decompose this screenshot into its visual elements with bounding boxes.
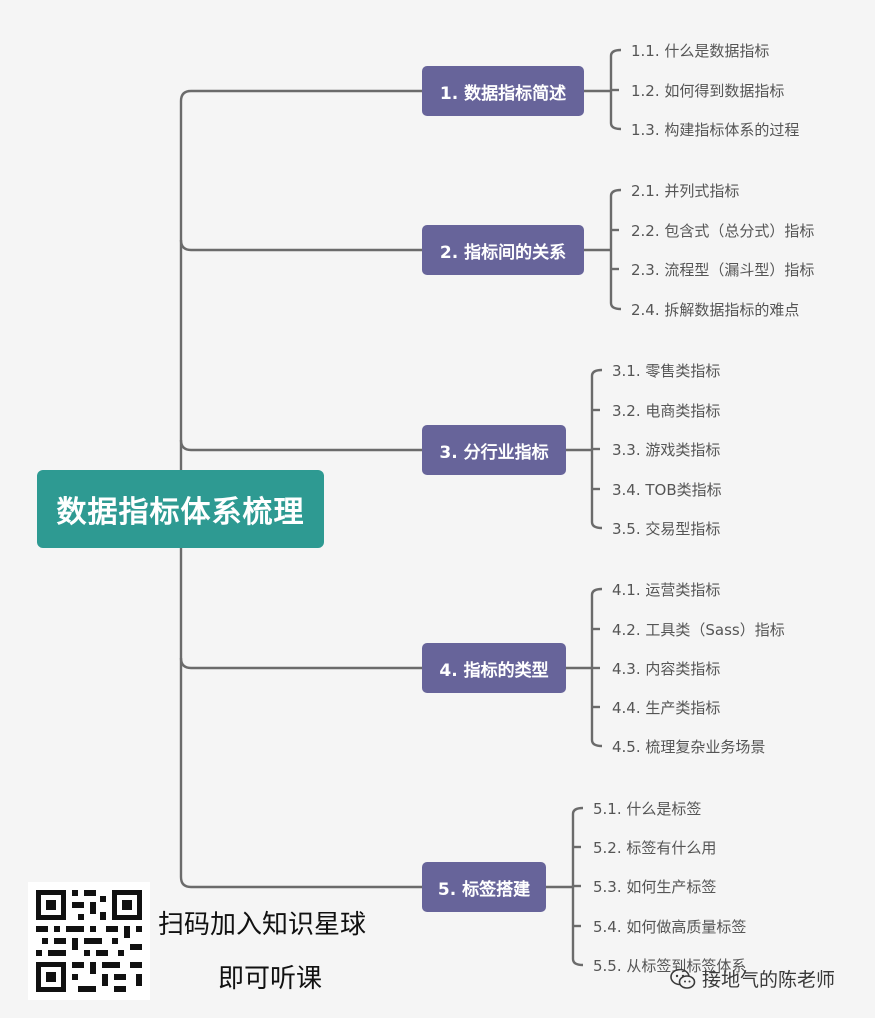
leaf-5-4[interactable]: 5.4. 如何做高质量标签 <box>593 915 746 937</box>
leaf-3-1[interactable]: 3.1. 零售类指标 <box>612 359 720 381</box>
leaf-2-3[interactable]: 2.3. 流程型（漏斗型）指标 <box>631 258 814 280</box>
promo-line-1: 扫码加入知识星球 <box>158 910 367 940</box>
root-node[interactable]: 数据指标体系梳理 <box>37 470 324 548</box>
leaf-label: 4.3. 内容类指标 <box>612 659 721 678</box>
leaf-label: 4.4. 生产类指标 <box>612 698 721 717</box>
branch-label: 1. 数据指标简述 <box>439 83 567 104</box>
leaf-1-1[interactable]: 1.1. 什么是数据指标 <box>631 39 769 61</box>
wechat-icon <box>670 968 696 989</box>
leaf-label: 2.2. 包含式（总分式）指标 <box>631 221 815 240</box>
leaf-label: 5.4. 如何做高质量标签 <box>593 917 747 936</box>
root-title: 数据指标体系梳理 <box>56 495 305 530</box>
leaf-3-3[interactable]: 3.3. 游戏类指标 <box>612 438 720 460</box>
leaf-label: 5.1. 什么是标签 <box>593 799 702 818</box>
leaf-label: 2.3. 流程型（漏斗型）指标 <box>631 260 815 279</box>
branch-node-2[interactable]: 2. 指标间的关系 <box>422 225 584 275</box>
branch-label: 3. 分行业指标 <box>439 442 549 463</box>
leaf-label: 3.4. TOB类指标 <box>612 480 722 499</box>
leaf-label: 4.2. 工具类（Sass）指标 <box>612 620 785 639</box>
branch-node-5[interactable]: 5. 标签搭建 <box>422 862 546 912</box>
branch-connector-5 <box>179 876 422 889</box>
leaf-label: 1.1. 什么是数据指标 <box>631 41 770 60</box>
leaf-4-2[interactable]: 4.2. 工具类（Sass）指标 <box>612 618 785 640</box>
leaf-label: 3.2. 电商类指标 <box>612 401 721 420</box>
branch-label: 4. 指标的类型 <box>439 660 549 681</box>
leaf-bracket-2 <box>609 188 622 311</box>
leaf-4-3[interactable]: 4.3. 内容类指标 <box>612 657 720 679</box>
leaf-label: 4.1. 运营类指标 <box>612 580 721 599</box>
watermark: 接地气的陈老师 <box>670 965 835 992</box>
leaf-label: 3.1. 零售类指标 <box>612 361 721 380</box>
leaf-label: 5.2. 标签有什么用 <box>593 838 717 857</box>
leaf-2-4[interactable]: 2.4. 拆解数据指标的难点 <box>631 298 799 320</box>
leaf-4-5[interactable]: 4.5. 梳理复杂业务场景 <box>612 735 765 757</box>
leaf-label: 2.4. 拆解数据指标的难点 <box>631 300 800 319</box>
leaf-2-2[interactable]: 2.2. 包含式（总分式）指标 <box>631 219 814 241</box>
leaf-label: 5.5. 从标签到标签体系 <box>593 956 747 975</box>
branch-connector-2 <box>179 239 422 252</box>
watermark-text: 接地气的陈老师 <box>702 969 836 991</box>
leaf-3-4[interactable]: 3.4. TOB类指标 <box>612 478 722 500</box>
leaf-4-4[interactable]: 4.4. 生产类指标 <box>612 696 720 718</box>
leaf-4-1[interactable]: 4.1. 运营类指标 <box>612 578 720 600</box>
leaf-label: 3.3. 游戏类指标 <box>612 440 721 459</box>
branch-connector-1 <box>179 89 422 102</box>
leaf-3-5[interactable]: 3.5. 交易型指标 <box>612 517 720 539</box>
leaf-1-2[interactable]: 1.2. 如何得到数据指标 <box>631 79 784 101</box>
branch-label: 5. 标签搭建 <box>437 879 531 900</box>
promo-line-2: 即可听课 <box>218 964 323 994</box>
leaf-1-3[interactable]: 1.3. 构建指标体系的过程 <box>631 118 799 140</box>
leaf-label: 1.2. 如何得到数据指标 <box>631 81 785 100</box>
leaf-5-5[interactable]: 5.5. 从标签到标签体系 <box>593 954 746 976</box>
branch-connector-4 <box>179 657 422 670</box>
leaf-5-3[interactable]: 5.3. 如何生产标签 <box>593 875 716 897</box>
leaf-3-2[interactable]: 3.2. 电商类指标 <box>612 399 720 421</box>
leaf-2-1[interactable]: 2.1. 并列式指标 <box>631 179 739 201</box>
branch-node-4[interactable]: 4. 指标的类型 <box>422 643 566 693</box>
leaf-label: 4.5. 梳理复杂业务场景 <box>612 737 766 756</box>
branch-connector-3 <box>179 439 422 452</box>
branch-node-1[interactable]: 1. 数据指标简述 <box>422 66 584 116</box>
leaf-label: 1.3. 构建指标体系的过程 <box>631 120 800 139</box>
branch-node-3[interactable]: 3. 分行业指标 <box>422 425 566 475</box>
leaf-label: 5.3. 如何生产标签 <box>593 877 717 896</box>
leaf-5-2[interactable]: 5.2. 标签有什么用 <box>593 836 716 858</box>
branch-label: 2. 指标间的关系 <box>439 242 567 263</box>
leaf-5-1[interactable]: 5.1. 什么是标签 <box>593 797 701 819</box>
leaf-label: 3.5. 交易型指标 <box>612 519 721 538</box>
leaf-label: 2.1. 并列式指标 <box>631 181 740 200</box>
qr-code <box>28 882 150 1000</box>
